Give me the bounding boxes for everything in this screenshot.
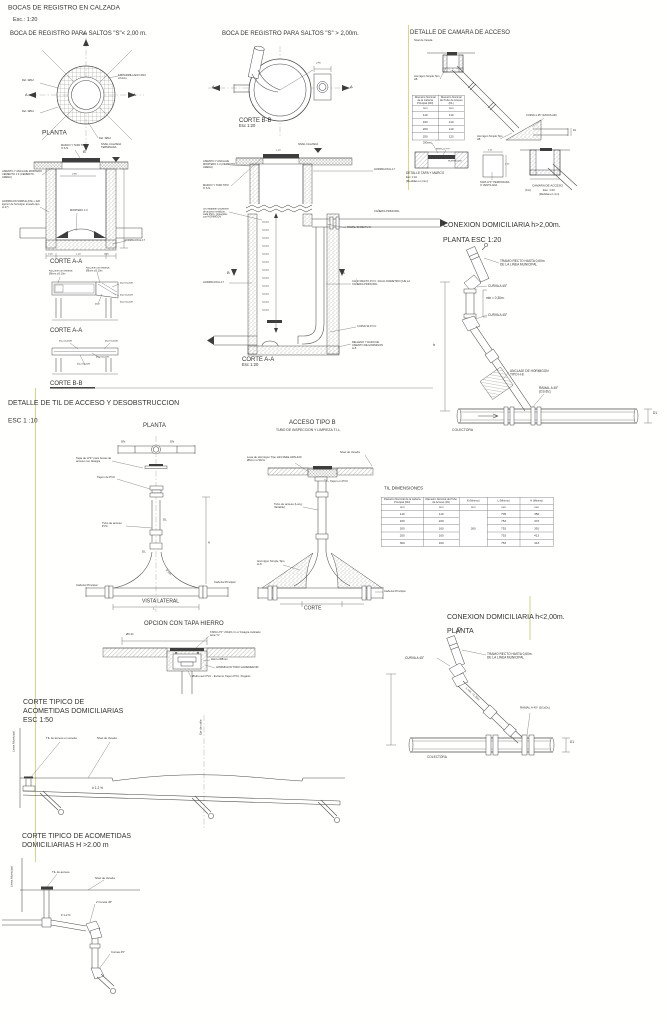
table-cell: 705: [487, 510, 521, 518]
table-cell: 350: [519, 510, 554, 518]
table-cell: 110: [438, 118, 465, 126]
table-cell: 391: [519, 524, 554, 533]
table-cell: 300: [459, 510, 488, 547]
fig-conexion-domiciliaria-h-mayor-2m: [440, 243, 652, 426]
fig-conexion-domiciliaria-h-menor-2m: [386, 627, 570, 756]
table-cell: 160: [412, 118, 439, 126]
table-header: L (Minimo): [487, 497, 521, 505]
fig-opcion-tapa-hierro: [102, 635, 256, 694]
table-cell: 160: [423, 524, 460, 533]
table-header: H (Minimo): [519, 497, 554, 505]
til-dimensions-table: Diametro Nominal de la cañeria Principal…: [381, 497, 667, 621]
camara-acceso-dimension-table: Diametro Nominal de la Cañeria Principal…: [412, 94, 543, 208]
table-cell: 753: [487, 538, 521, 547]
table-cell: 110: [381, 510, 424, 518]
table-cell: 110: [438, 111, 465, 119]
guide-lines: [34, 25, 531, 862]
fig-corte-aa-principal: [19, 149, 143, 259]
table-cell: 753: [487, 531, 521, 540]
fig-corte-aa-salto: [207, 148, 448, 356]
table-cell: 160: [423, 517, 460, 525]
table-cell: 200: [381, 524, 424, 533]
fig-corte-aa-armadura: [51, 271, 120, 321]
table-cell: 413: [519, 538, 554, 547]
fig-corte-tipico-acometidas: [19, 715, 345, 830]
table-cell: 753: [487, 524, 521, 533]
table-cell: 250: [412, 132, 439, 141]
table-cell: 200: [412, 125, 439, 134]
table-cell: 300: [381, 538, 424, 547]
table-cell: 413: [519, 531, 554, 540]
fig-acceso-tipo-b: [257, 454, 384, 607]
table-cell: 250: [381, 531, 424, 540]
fig-boca-registro-planta-s-menor: [28, 38, 144, 152]
table-cell: 160: [423, 531, 460, 540]
fig-til-planta-vista-lateral: [85, 436, 229, 612]
table-header: Diametro Nominal de la cañeria Principal…: [381, 497, 424, 505]
table-cell: 160: [381, 517, 424, 525]
table-cell: 160: [423, 538, 460, 547]
table-header: R (Minimo): [459, 497, 488, 505]
table-header: Diametro Nominal de la Cañeria Principal…: [412, 94, 439, 106]
table-cell: 110: [438, 125, 465, 134]
table-cell: 753: [487, 517, 521, 525]
fig-corte-tipico-acometidas-h-mayor: [2, 858, 140, 994]
table-cell: 110: [423, 510, 460, 518]
table-header: Diametro Nominal del Tubo de Acceso (DL): [438, 94, 465, 106]
table-cell: 125: [438, 132, 465, 141]
table-header: Diametro Nominal del Tubo de Acceso (DL): [423, 497, 460, 505]
fig-detalle-camara-acceso: [414, 52, 578, 191]
fig-boca-registro-planta-s-mayor: [208, 45, 352, 138]
fig-corte-bb-armadura: [50, 342, 433, 389]
table-cell: 110: [412, 111, 439, 119]
table-cell: 373: [519, 517, 554, 525]
